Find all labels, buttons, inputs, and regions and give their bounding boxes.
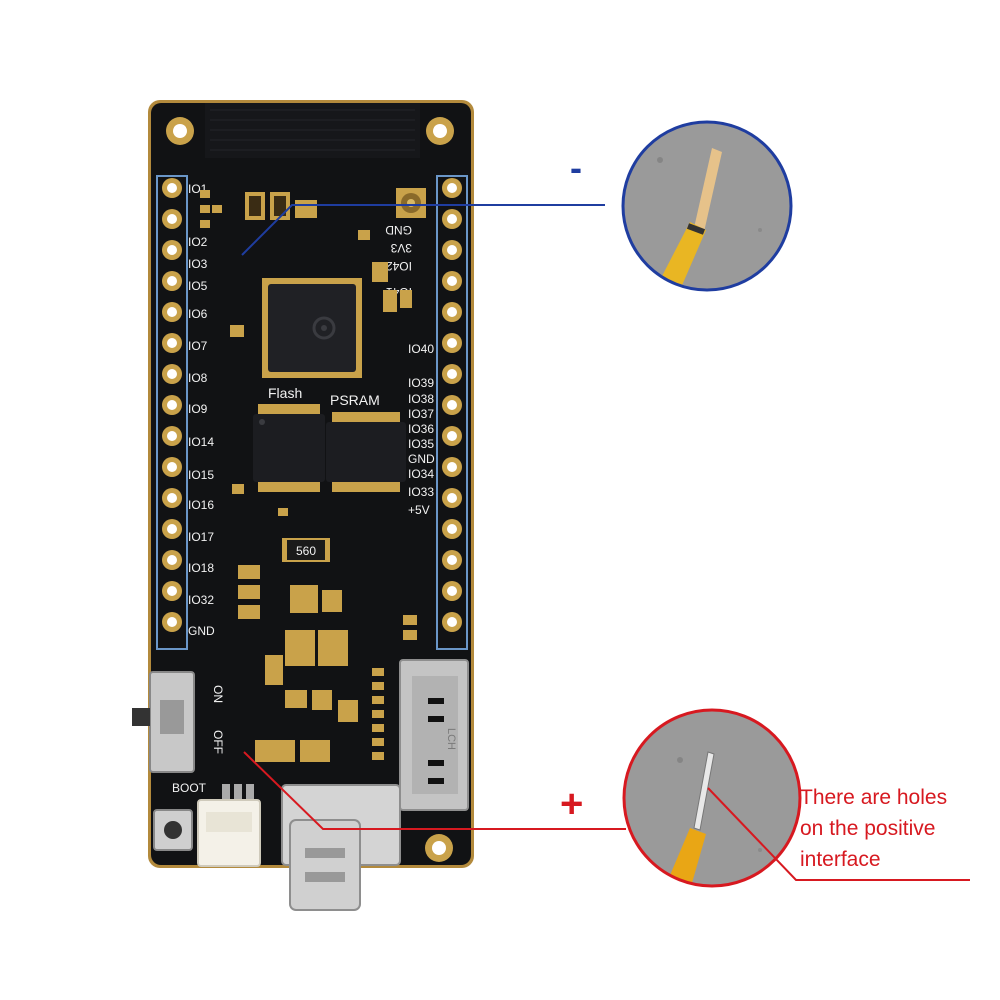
pin-hole-center (447, 431, 457, 441)
right-pin-holes (442, 178, 462, 632)
pin-hole-center (447, 400, 457, 410)
pin-hole-center (167, 462, 177, 472)
pin-hole-center (167, 524, 177, 534)
left-pin-label: IO9 (188, 402, 208, 416)
pin-hole-center (447, 338, 457, 348)
left-pin-label: IO15 (188, 468, 214, 482)
resistor-code: 560 (296, 544, 316, 558)
power-switch (132, 671, 195, 773)
right-pin-label: IO39 (408, 376, 434, 390)
left-pin-label: IO5 (188, 279, 208, 293)
pin-hole-center (167, 276, 177, 286)
card-label: LCH (445, 728, 457, 750)
right-pin-label: IO38 (408, 392, 434, 406)
smd-components (200, 190, 417, 762)
flash-chip (253, 404, 325, 492)
switch-on-label: ON (211, 685, 225, 703)
left-pin-label: GND (188, 624, 215, 638)
pin-hole-center (447, 586, 457, 596)
right-rotated-pin-label: IO42 (386, 259, 412, 273)
left-pin-label: IO32 (188, 593, 214, 607)
negative-callout (241, 204, 605, 256)
antenna-connector (396, 188, 426, 218)
boot-label: BOOT (172, 781, 207, 795)
right-pin-label: +5V (408, 503, 430, 517)
mounting-holes (166, 117, 454, 862)
positive-symbol: + (560, 782, 584, 826)
left-header-outline (156, 175, 188, 650)
right-pin-label: IO36 (408, 422, 434, 436)
right-pin-label: IO37 (408, 407, 434, 421)
note-line: interface (800, 848, 881, 871)
pin-hole-center (447, 245, 457, 255)
positive-callout (243, 751, 626, 830)
right-pin-label: IO35 (408, 437, 434, 451)
note-line: There are holes (800, 786, 948, 809)
pin-hole-center (447, 493, 457, 503)
pin-hole-center (447, 555, 457, 565)
note-line: on the positive (800, 817, 936, 840)
pin-hole-center (167, 617, 177, 627)
right-pin-label: IO33 (408, 485, 434, 499)
left-pin-label: IO7 (188, 339, 208, 353)
psram-label: PSRAM (330, 392, 380, 408)
positive-zoom-view (622, 708, 970, 888)
left-pin-label: IO6 (188, 307, 208, 321)
left-pin-label: IO18 (188, 561, 214, 575)
left-pin-labels: IO1IO2IO3IO5IO6IO7IO8IO9IO14IO15IO16IO17… (188, 182, 215, 638)
negative-symbol: - (570, 147, 582, 188)
pin-hole-center (167, 369, 177, 379)
positive-note: There are holes on the positive interfac… (800, 782, 990, 875)
pin-hole-center (167, 555, 177, 565)
left-pin-label: IO3 (188, 257, 208, 271)
pin-hole-center (447, 276, 457, 286)
esp32-chip (262, 278, 362, 378)
pin-hole-center (167, 493, 177, 503)
right-header-outline (436, 175, 468, 650)
resistor-560: 560 (282, 538, 330, 562)
pin-hole-center (167, 307, 177, 317)
tf-card-slot (399, 659, 469, 811)
negative-zoom-view (621, 120, 793, 292)
pin-hole-center (167, 400, 177, 410)
left-pin-label: IO14 (188, 435, 214, 449)
left-pin-label: IO16 (188, 498, 214, 512)
pin-hole-center (447, 462, 457, 472)
pin-hole-center (447, 214, 457, 224)
left-pin-label: IO17 (188, 530, 214, 544)
right-rotated-pin-label: GND (385, 223, 412, 237)
pin-hole-center (447, 617, 457, 627)
pin-hole-center (167, 431, 177, 441)
right-pin-label: IO40 (408, 342, 434, 356)
right-pin-label: IO34 (408, 467, 434, 481)
left-pin-holes (162, 178, 182, 632)
psram-chip (326, 412, 406, 492)
pin-hole-center (167, 338, 177, 348)
pin-hole-center (447, 307, 457, 317)
battery-connector (197, 784, 261, 867)
pin-hole-center (167, 586, 177, 596)
pin-hole-center (167, 245, 177, 255)
left-pin-label: IO8 (188, 371, 208, 385)
pin-hole-center (447, 183, 457, 193)
pin-hole-center (447, 369, 457, 379)
flash-label: Flash (268, 385, 302, 401)
switch-off-label: OFF (211, 730, 225, 754)
pin-hole-center (167, 214, 177, 224)
pin-hole-center (447, 524, 457, 534)
usb-c-connector (281, 784, 401, 911)
left-pin-label: IO2 (188, 235, 208, 249)
boot-button (153, 809, 193, 851)
right-pin-label: GND (408, 452, 435, 466)
pin-hole-center (167, 183, 177, 193)
right-rotated-pin-label: 3V3 (390, 241, 412, 255)
